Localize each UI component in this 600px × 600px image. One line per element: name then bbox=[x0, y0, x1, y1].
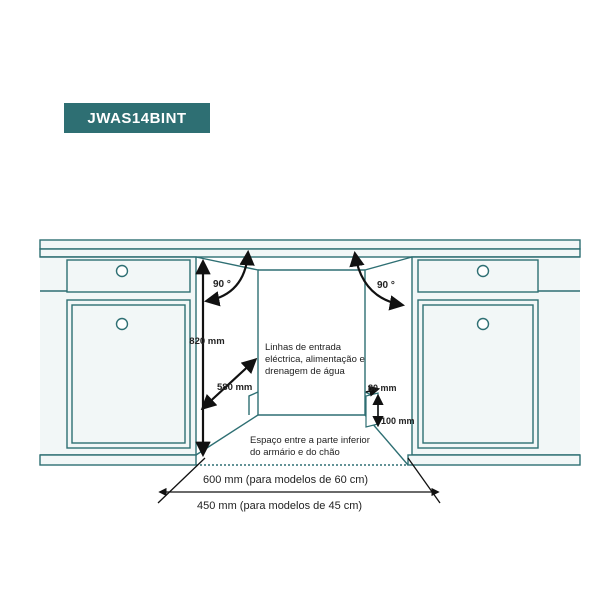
services-label-line2: eléctrica, alimentação e bbox=[265, 354, 365, 365]
height-label: 820 mm bbox=[189, 336, 224, 347]
drawer-knob-icon bbox=[115, 264, 129, 278]
width-45-label: 450 mm (para modelos de 45 cm) bbox=[197, 500, 362, 512]
notch-width-arrow bbox=[365, 385, 381, 397]
door-knob-icon bbox=[476, 317, 490, 331]
labels: 90 ° 90 ° 820 mm 580 mm Linhas de entrad… bbox=[189, 279, 414, 512]
angle-right-arrow bbox=[349, 250, 406, 311]
depth-label: 580 mm bbox=[217, 382, 252, 393]
width-60-label: 600 mm (para modelos de 60 cm) bbox=[203, 474, 368, 486]
services-label-line1: Linhas de entrada bbox=[265, 342, 342, 353]
angle-left-arrow bbox=[203, 249, 255, 307]
notch-height-label: 100 mm bbox=[381, 416, 415, 426]
model-badge: JWAS14BINT bbox=[64, 103, 210, 133]
angle-right-label: 90 ° bbox=[377, 280, 395, 291]
door-knob-icon bbox=[115, 317, 129, 331]
notch-width-label: 80 mm bbox=[368, 383, 397, 393]
dimension-arrows bbox=[158, 249, 440, 497]
right-cabinet bbox=[407, 256, 581, 466]
gap-label-line1: Espaço entre a parte inferior bbox=[250, 435, 370, 446]
drawer-knob-icon bbox=[476, 264, 490, 278]
services-label-line3: drenagem de água bbox=[265, 366, 345, 377]
countertop bbox=[39, 239, 581, 258]
width-extension-lines bbox=[157, 457, 441, 504]
services-box bbox=[365, 392, 379, 428]
depth-arrow bbox=[200, 357, 258, 411]
gap-label-line2: do armário e do chão bbox=[250, 447, 340, 458]
left-cabinet bbox=[39, 256, 197, 466]
angle-left-label: 90 ° bbox=[213, 279, 231, 290]
